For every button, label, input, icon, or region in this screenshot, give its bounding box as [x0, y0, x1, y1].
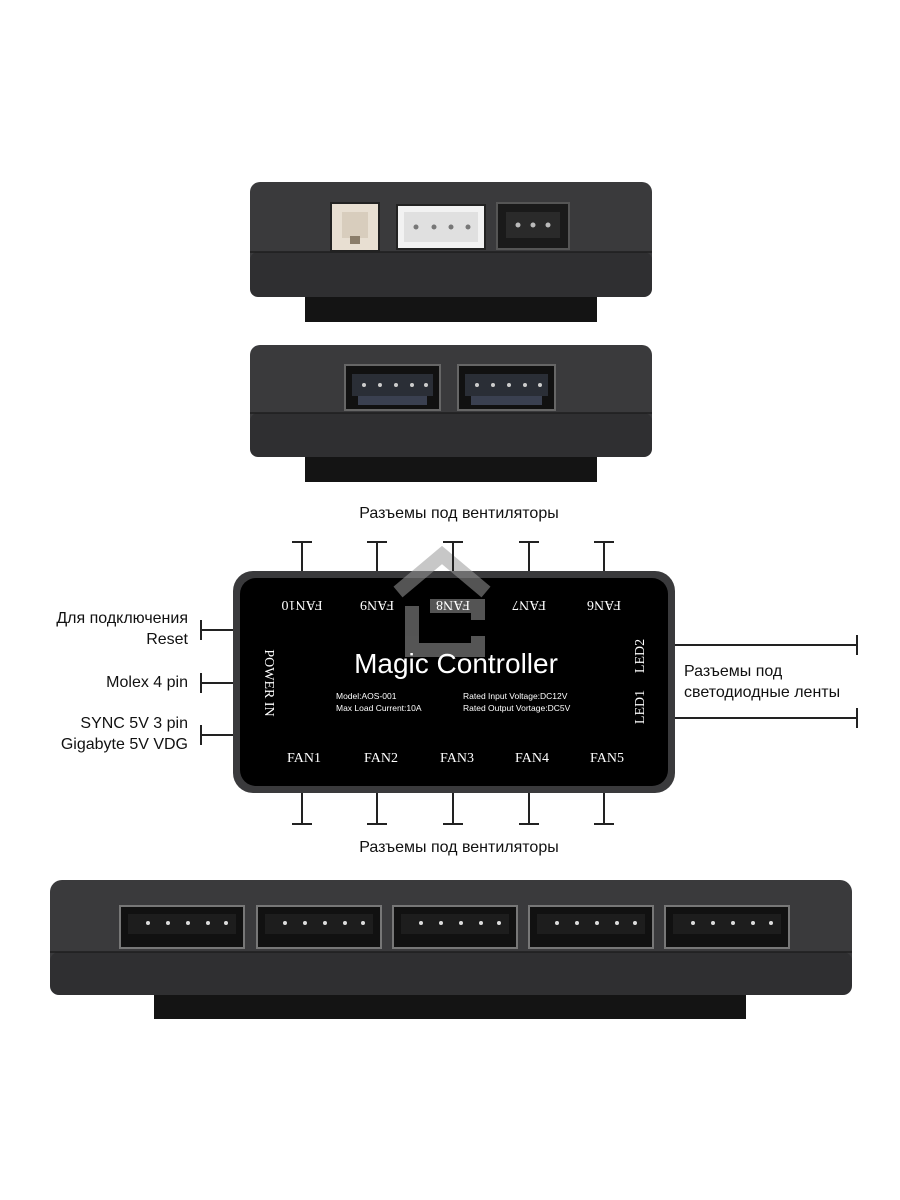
fan-header-5 [664, 905, 790, 949]
label-fan5: FAN5 [590, 751, 624, 766]
label-fan7: FAN7 [512, 597, 546, 612]
fan-header-2 [256, 905, 382, 949]
label-top-fan-connectors: Разъемы под вентиляторы [359, 505, 559, 522]
top-fan-labels: FAN10 FAN9 FAN8 FAN7 FAN6 [282, 597, 621, 612]
label-fan2: FAN2 [364, 751, 398, 766]
housing-view-3 [50, 880, 852, 1019]
molex-connector [396, 204, 486, 250]
led-connector-b [457, 364, 556, 411]
label-fan6: FAN6 [587, 597, 621, 612]
housing-view-2 [250, 345, 652, 482]
house-logo-watermark [393, 545, 491, 657]
label-fan3: FAN3 [440, 751, 474, 766]
housing-view-1 [250, 182, 652, 322]
label-bottom-fan-connectors: Разъемы под вентиляторы [359, 839, 559, 856]
label-led1: LED1 [633, 690, 648, 724]
bottom-fan-labels: FAN1 FAN2 FAN3 FAN4 FAN5 [287, 751, 624, 766]
label-fan1: FAN1 [287, 751, 321, 766]
label-reset-line2: Reset [146, 631, 188, 648]
board-output-voltage: Rated Output Vortage:DC5V [463, 703, 571, 713]
label-sync-line2: Gigabyte 5V VDG [60, 736, 188, 753]
label-led-line1: Разъемы под [684, 663, 783, 680]
label-led-line2: светодиодные ленты [684, 684, 841, 701]
sync-connector [496, 202, 570, 250]
fan-header-4 [528, 905, 654, 949]
fan-header-1 [119, 905, 245, 949]
fan-header-3 [392, 905, 518, 949]
board-max-current: Max Load Current:10A [336, 703, 422, 713]
label-fan10: FAN10 [282, 597, 323, 612]
label-sync-line1: SYNC 5V 3 pin [80, 715, 188, 732]
board-model: Model:AOS-001 [336, 691, 397, 701]
reset-connector [330, 202, 380, 252]
board-title: Magic Controller [354, 648, 558, 679]
label-fan4: FAN4 [515, 751, 549, 766]
label-fan9: FAN9 [360, 597, 394, 612]
board-input-voltage: Rated Input Voltage:DC12V [463, 691, 568, 701]
led-connector-a [344, 364, 441, 411]
top-fan-pins [292, 541, 614, 571]
right-pins [675, 635, 858, 728]
label-fan8: FAN8 [436, 597, 470, 612]
label-led2: LED2 [633, 639, 648, 673]
label-molex: Molex 4 pin [106, 674, 188, 691]
controller-board [233, 571, 675, 793]
fan-headers [119, 905, 790, 949]
label-power-in: POWER IN [261, 649, 276, 716]
label-reset-line1: Для подключения [56, 610, 188, 627]
left-pins [200, 620, 233, 745]
bottom-fan-pins [292, 793, 614, 825]
